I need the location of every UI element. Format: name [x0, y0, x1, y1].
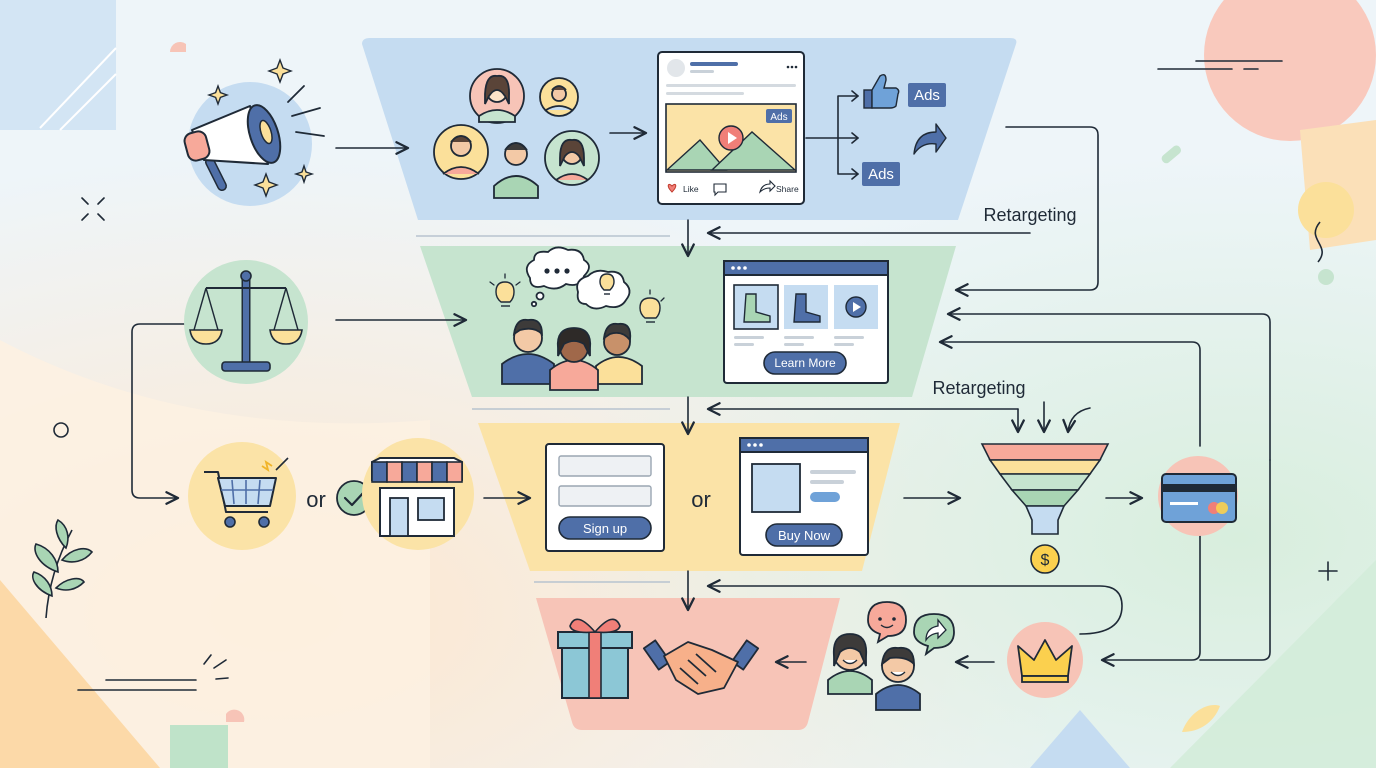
- filter-funnel-icon: $: [980, 443, 1110, 574]
- ads-badge-bottom: Ads: [862, 162, 900, 186]
- share-arrow-icon: [913, 123, 947, 155]
- store-icon: [362, 438, 474, 550]
- ads-in-post-label: Ads: [770, 112, 787, 123]
- svg-text:Sign up: Sign up: [583, 521, 627, 536]
- megaphone-icon: [183, 58, 325, 206]
- people-icon: [433, 68, 600, 199]
- product-page-icon: Learn More: [723, 260, 889, 384]
- sign-up-button[interactable]: Sign up: [558, 516, 652, 540]
- social-post-icon: Ads Like Share: [657, 51, 805, 205]
- buy-now-button[interactable]: Buy Now: [765, 523, 843, 547]
- connectors: [131, 90, 1271, 669]
- thinking-people-icon: [489, 246, 665, 391]
- or-label-mid: or: [691, 487, 711, 512]
- dollar-coin-label: $: [1041, 552, 1050, 569]
- svg-text:Ads: Ads: [914, 87, 940, 104]
- like-label: Like: [683, 184, 699, 194]
- svg-text:Buy Now: Buy Now: [778, 528, 831, 543]
- gift-icon: [557, 618, 633, 699]
- retargeting-label-top: Retargeting: [983, 205, 1076, 225]
- crown-icon: [1007, 622, 1083, 698]
- svg-text:Learn More: Learn More: [774, 356, 836, 370]
- share-label: Share: [776, 184, 799, 194]
- credit-card-icon: [1158, 456, 1238, 536]
- scales-icon: [184, 260, 308, 384]
- happy-customers-icon: [827, 601, 955, 711]
- svg-text:Ads: Ads: [868, 166, 894, 183]
- learn-more-button[interactable]: Learn More: [763, 351, 847, 375]
- handshake-icon: [642, 639, 760, 695]
- shopping-cart-icon: [188, 442, 296, 550]
- retargeting-label-mid: Retargeting: [932, 378, 1025, 398]
- thumbs-up-icon: [863, 73, 900, 109]
- buy-page-icon: Buy Now: [739, 437, 869, 556]
- or-label-left: or: [306, 487, 326, 512]
- leaf-icon: [32, 518, 94, 619]
- signup-form-icon: Sign up: [545, 443, 665, 552]
- ads-badge-top: Ads: [908, 83, 946, 107]
